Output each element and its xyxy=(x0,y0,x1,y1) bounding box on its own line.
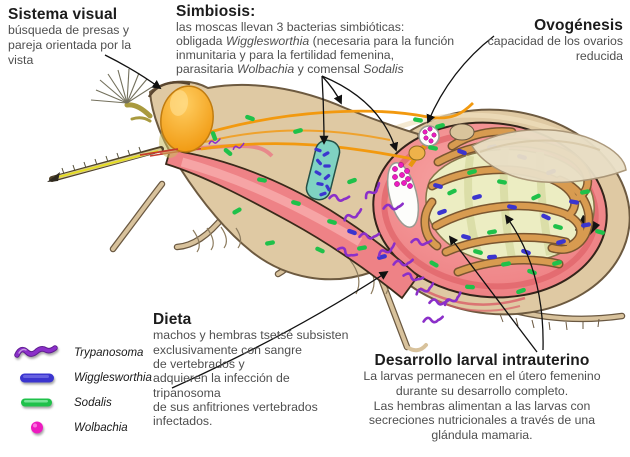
legend-label: Wigglesworthia xyxy=(74,371,152,384)
dieta-line: exclusivamente con sangre xyxy=(153,342,303,357)
simbiosis-annotation: Simbiosis: las moscas llevan 3 bacterias… xyxy=(176,3,496,76)
desarrollo-line: glándula mamaria. xyxy=(431,427,533,442)
simbiosis-line: las moscas llevan 3 bacterias simbiótica… xyxy=(176,20,405,35)
dieta-line: adquieren la infección de xyxy=(153,371,290,386)
fly-ovary xyxy=(386,125,440,228)
ovogenesis-heading: Ovogénesis xyxy=(534,17,623,34)
sistema-visual-line: vista xyxy=(8,53,34,68)
desarrollo-larval-annotation: Desarrollo larval intrauterino La larvas… xyxy=(340,352,624,442)
sistema-visual-annotation: Sistema visual búsqueda de presas y pare… xyxy=(8,6,178,68)
sistema-visual-line: pareja orientada por la xyxy=(8,38,132,53)
legend-label: Trypanosoma xyxy=(74,346,144,359)
desarrollo-line: secreciones nutricionales a través de un… xyxy=(368,413,596,428)
legend-item-trypanosoma: Trypanosoma xyxy=(10,340,160,365)
desarrollo-line: Las hembras alimentan a las larvas con xyxy=(373,398,591,413)
wolbachia-icon xyxy=(10,420,64,436)
sistema-visual-heading: Sistema visual xyxy=(8,6,118,23)
fly-wing xyxy=(449,123,627,184)
simbiosis-line: inmunitaria y para la fertilidad femenin… xyxy=(176,48,395,63)
legend-label: Sodalis xyxy=(74,396,112,409)
wigglesworthia-icon xyxy=(10,371,64,385)
desarrollo-line: La larvas permanecen en el útero femenin… xyxy=(363,369,601,384)
legend-item-wolbachia: Wolbachia xyxy=(10,415,160,440)
legend: Trypanosoma Wigglesworthia Sodalis Wolba… xyxy=(10,340,160,440)
trypanosoma-icon xyxy=(10,344,64,362)
dieta-line: machos y hembras tsetsé subsisten xyxy=(153,328,349,343)
dieta-line: de vertebrados y xyxy=(153,356,245,371)
dieta-annotation: Dieta machos y hembras tsetsé subsisten … xyxy=(153,311,383,428)
fly-proboscis xyxy=(47,146,179,182)
sodalis-icon xyxy=(10,396,64,409)
ovogenesis-annotation: Ovogénesis capacidad de los ovarios redu… xyxy=(450,17,623,63)
dieta-line: tripanosoma xyxy=(153,385,221,400)
dieta-line: infectados. xyxy=(153,414,213,429)
simbiosis-line: obligada Wigglesworthia (necesaria para … xyxy=(176,34,455,49)
sistema-visual-line: búsqueda de presas y xyxy=(8,23,130,38)
fly-antenna xyxy=(90,68,153,123)
simbiosis-line: parasitaria Wolbachia y comensal Sodalis xyxy=(176,62,404,77)
simbiosis-heading: Simbiosis: xyxy=(176,3,256,20)
legend-item-sodalis: Sodalis xyxy=(10,390,160,415)
dieta-line: de sus anfitriones vertebrados xyxy=(153,399,318,414)
legend-label: Wolbachia xyxy=(74,421,128,434)
ovogenesis-line: reducida xyxy=(575,48,623,63)
desarrollo-heading: Desarrollo larval intrauterino xyxy=(374,352,590,369)
legend-item-wigglesworthia: Wigglesworthia xyxy=(10,365,160,390)
ovogenesis-line: capacidad de los ovarios xyxy=(487,34,623,49)
fly-head xyxy=(47,68,214,182)
dieta-heading: Dieta xyxy=(153,311,192,328)
desarrollo-line: durante su desarrollo completo. xyxy=(395,383,569,398)
